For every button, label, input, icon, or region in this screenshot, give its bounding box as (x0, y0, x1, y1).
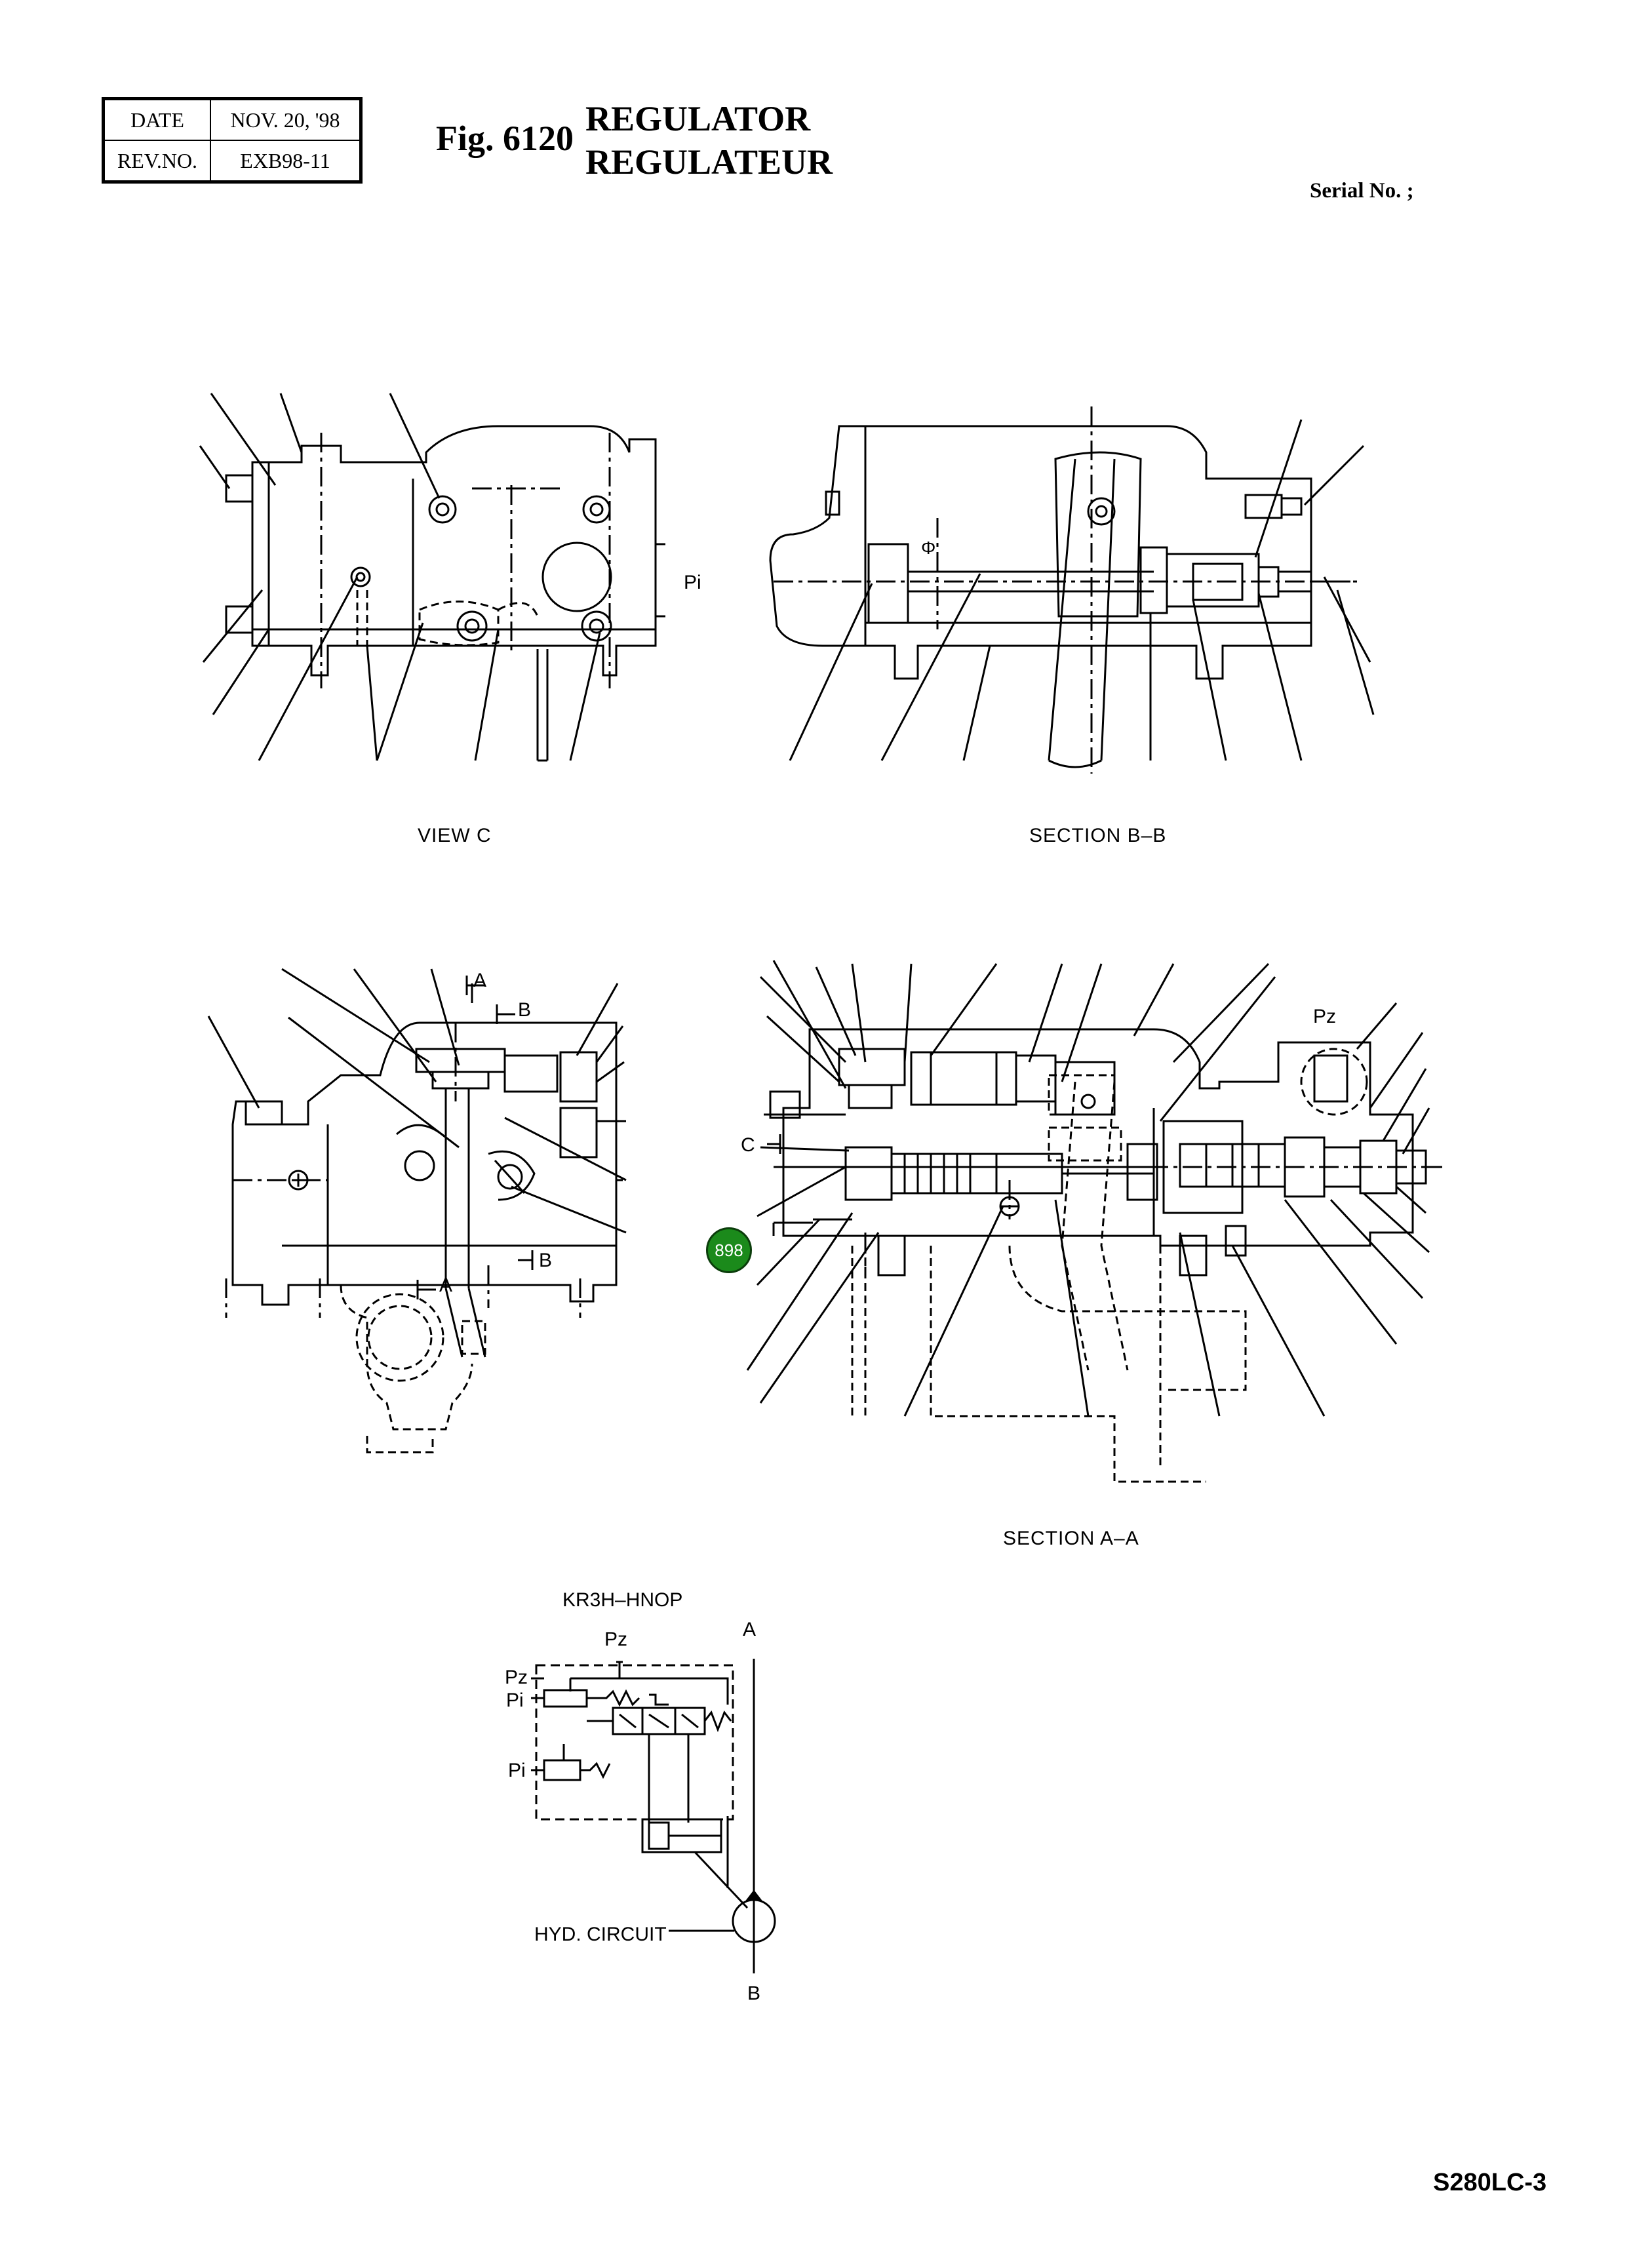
circuit-port-pz-top: Pz (604, 1629, 627, 1650)
label-a-top-left: A (473, 970, 486, 991)
circuit-port-pz-left: Pz (505, 1667, 528, 1688)
circuit-title: KR3H–HNOP (562, 1589, 682, 1611)
label-b-bottom-left: B (539, 1250, 552, 1271)
caption-section-bb: SECTION B–B (1029, 825, 1167, 846)
caption-view-c: VIEW C (418, 825, 492, 846)
circuit-port-pi-lower: Pi (508, 1760, 526, 1781)
label-pi-view-c: Pi (684, 572, 701, 593)
caption-section-aa: SECTION A–A (1003, 1528, 1139, 1549)
model-number: S280LC-3 (1433, 2169, 1547, 2196)
figure-title-en: REGULATOR (585, 99, 811, 138)
reference-marker[interactable]: 898 (706, 1227, 752, 1273)
circuit-port-a: A (743, 1619, 756, 1640)
figure-title-fr: REGULATEUR (585, 142, 833, 182)
circuit-caption: HYD. CIRCUIT (534, 1924, 667, 1945)
header-table: DATE NOV. 20, '98 REV.NO. EXB98-11 (102, 97, 363, 184)
label-phi-bb: Φ (921, 538, 935, 558)
label-pz-section-aa: Pz (1313, 1006, 1336, 1027)
date-value: NOV. 20, '98 (210, 98, 362, 141)
hydraulic-circuit-drawing (531, 1659, 776, 1973)
rev-label: REV.NO. (102, 140, 211, 183)
circuit-port-b: B (747, 1983, 760, 2004)
label-b-top-left: B (518, 999, 531, 1021)
rev-value: EXB98-11 (210, 140, 362, 183)
view-c-drawing (199, 393, 665, 762)
date-label: DATE (102, 98, 211, 141)
left-section-drawing (207, 968, 627, 1453)
section-aa-drawing (746, 960, 1442, 1483)
figure-title: REGULATOR REGULATEUR (585, 97, 833, 184)
section-bb-drawing (769, 406, 1375, 774)
label-c-section-aa: C (741, 1134, 755, 1156)
serial-label: Serial No. ; (1310, 179, 1414, 203)
circuit-port-pi-upper: Pi (506, 1690, 524, 1711)
figure-number: Fig. 6120 (436, 119, 574, 158)
label-a-bottom-left: A (439, 1275, 452, 1296)
